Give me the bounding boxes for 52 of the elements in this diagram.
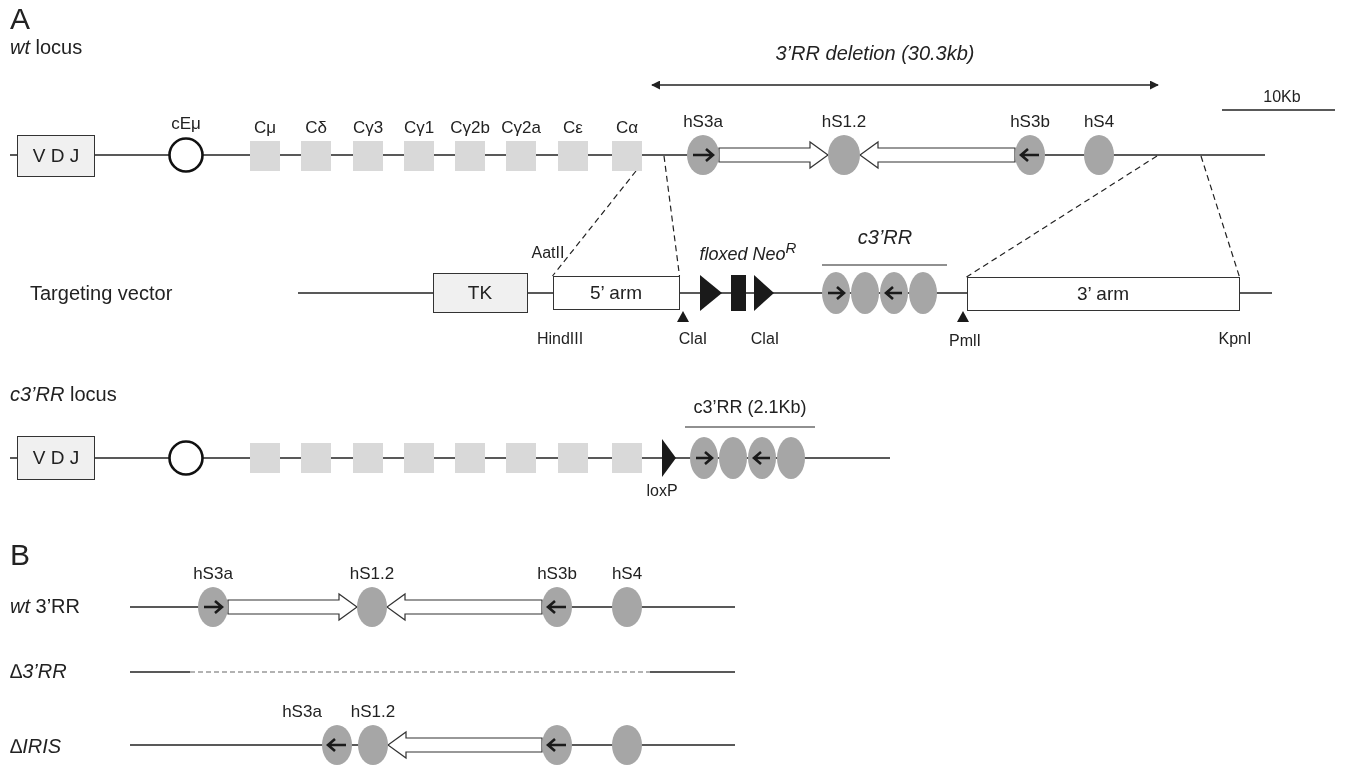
gene-segment-box: V D J (17, 436, 95, 480)
annotation-text: 10Kb (1263, 88, 1301, 106)
homology-arm-box: 3’ arm (966, 277, 1240, 311)
dashed-connector (1200, 155, 1241, 278)
element-label: Cμ (253, 119, 277, 136)
element-label: Cγ1 (403, 119, 435, 136)
annotation-text: ClaI (750, 330, 780, 348)
gene-segment-box: V D J (17, 135, 95, 177)
element-label: hS3a (683, 113, 723, 130)
homology-arm-box: 5’ arm (552, 276, 680, 310)
annotation-text: AatII (531, 244, 565, 262)
element-label: cEμ (171, 115, 201, 132)
dashed-connector (965, 155, 1158, 278)
block-arrow (227, 592, 359, 622)
element-label: hS3a (282, 703, 322, 720)
block-arrow (858, 140, 1016, 170)
annotation-text: c3’RR (857, 226, 913, 248)
element-label: hS1.2 (349, 565, 395, 582)
annotation-text: c3’RR (2.1Kb) (693, 398, 807, 418)
annotation-text: wt 3’RR (10, 595, 80, 617)
annotation-text: HindIII (536, 330, 584, 348)
annotation-text: floxed Neo$^{R}$ (699, 240, 797, 265)
panel-letter: B (10, 538, 30, 571)
element-label: hS1.2 (350, 703, 396, 720)
element-label: Cγ2a (501, 119, 541, 136)
annotation-text: Targeting vector (30, 282, 173, 304)
element-label: Cδ (305, 119, 327, 136)
element-label: hS4 (611, 565, 643, 582)
dashed-connector (551, 170, 637, 277)
gene-segment-box: TK (432, 273, 528, 313)
element-label: hS3b (1010, 113, 1050, 130)
block-arrow (386, 730, 543, 760)
annotation-text: ∆3’RR (10, 660, 67, 682)
annotation-text: KpnI (1218, 330, 1252, 348)
element-label: Cα (615, 119, 639, 136)
element-label: Cε (563, 119, 583, 136)
annotation-text: ClaI (678, 330, 708, 348)
annotation-text: 3’RR deletion (30.3kb) (775, 42, 975, 64)
block-arrow (718, 140, 830, 170)
element-label: hS4 (1083, 113, 1115, 130)
annotation-text: ∆IRIS (10, 735, 62, 757)
element-label: hS1.2 (821, 113, 867, 130)
annotation-text: loxP (646, 482, 678, 500)
annotation-text: wt locus (10, 36, 83, 58)
element-label: hS3a (193, 565, 233, 582)
element-label: Cγ3 (352, 119, 384, 136)
element-label: Cγ2b (450, 119, 490, 136)
block-arrow (385, 592, 543, 622)
annotation-text: c3’RR locus (10, 383, 117, 405)
element-label: hS3b (537, 565, 577, 582)
annotation-text: PmlI (949, 332, 981, 350)
panel-letter: A (10, 2, 30, 35)
